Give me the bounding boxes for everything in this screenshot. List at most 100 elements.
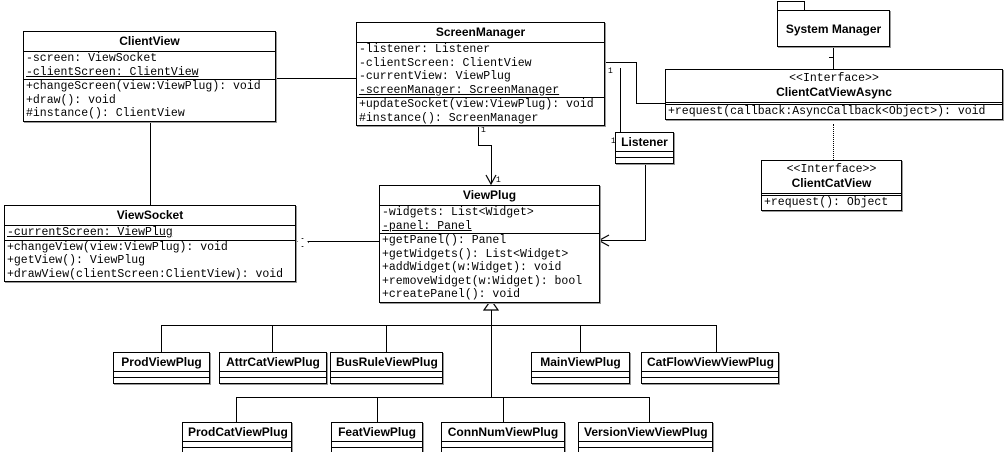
- methods-compartment: [183, 447, 291, 452]
- method-row: +request(): Object: [764, 196, 889, 209]
- class-box-catflowviewviewplug[interactable]: CatFlowViewViewPlug: [641, 352, 779, 384]
- method-row: +getWidgets(): List<Widget>: [382, 247, 569, 261]
- method-row: +addWidget(w:Widget): void: [382, 261, 562, 274]
- aggregation-diamond-viewsocket: [296, 238, 309, 247]
- inheritance-drop-busruleviewplug: [386, 325, 387, 352]
- inheritance-bus-1: [161, 325, 716, 326]
- class-title-mainviewplug: MainViewPlug: [540, 355, 621, 369]
- class-box-viewsocket[interactable]: ViewSocket -currentScreen: ViewPlug +cha…: [4, 205, 296, 282]
- methods-compartment-listener: [616, 157, 673, 163]
- multiplicity-listener-left: 1: [611, 137, 616, 146]
- attribute-row: -screenManager: ScreenManager: [359, 83, 560, 97]
- attributes-compartment-clientview: -screen: ViewSocket -clientScreen: Clien…: [24, 51, 275, 79]
- class-title-versionviewviewplug: VersionViewViewPlug: [584, 425, 708, 439]
- class-box-clientcatview[interactable]: <<Interface>> ClientCatView +request(): …: [761, 160, 902, 211]
- methods-compartment: [332, 447, 422, 452]
- attribute-row: -screen: ViewSocket: [26, 52, 158, 65]
- attributes-compartment: [642, 371, 778, 377]
- method-row: +getPanel(): Panel: [382, 234, 507, 247]
- link-screenmanager-async-seg2: [636, 62, 637, 104]
- package-system-manager[interactable]: System Manager: [777, 1, 890, 47]
- package-label: System Manager: [785, 21, 882, 36]
- class-title-screenmanager: ScreenManager: [435, 25, 526, 39]
- class-box-viewplug[interactable]: ViewPlug -widgets: List<Widget> -panel: …: [379, 185, 600, 303]
- link-clientview-viewsocket: [150, 120, 151, 205]
- attributes-compartment: [532, 371, 629, 377]
- class-box-clientview[interactable]: ClientView -screen: ViewSocket -clientSc…: [23, 31, 276, 122]
- method-row: +removeWidget(w:Widget): bool: [382, 274, 583, 288]
- class-title-catflowviewviewplug: CatFlowViewViewPlug: [647, 355, 774, 369]
- attributes-compartment: [183, 441, 291, 447]
- inheritance-drop-connnumviewplug: [503, 397, 504, 422]
- class-title-clientview: ClientView: [119, 34, 180, 48]
- attributes-compartment: [220, 371, 326, 377]
- inheritance-drop-prodviewplug: [161, 325, 162, 352]
- class-title-prodcatviewplug: ProdCatViewPlug: [188, 425, 288, 439]
- link-screenmanager-async-seg3: [636, 103, 666, 104]
- method-row: #instance(): ScreenManager: [359, 111, 539, 125]
- methods-compartment-viewplug: +getPanel(): Panel +getWidgets(): List<W…: [380, 233, 599, 302]
- class-box-versionviewviewplug[interactable]: VersionViewViewPlug: [578, 422, 713, 452]
- methods-compartment: [642, 377, 778, 383]
- class-title-connnumviewplug: ConnNumViewPlug: [447, 425, 559, 439]
- attribute-row: -clientScreen: ClientView: [26, 65, 199, 79]
- attributes-compartment: [332, 441, 422, 447]
- methods-compartment-screenmanager: +updateSocket(view:ViewPlug): void #inst…: [357, 97, 604, 125]
- link-screenmanager-listener-v: [620, 68, 621, 143]
- class-box-mainviewplug[interactable]: MainViewPlug: [531, 352, 630, 384]
- inheritance-drop-versionviewviewplug: [649, 397, 650, 422]
- methods-compartment-clientview: +changeScreen(view:ViewPlug): void +draw…: [24, 79, 275, 121]
- attribute-row: -panel: Panel: [382, 219, 472, 233]
- attributes-compartment-viewplug: -widgets: List<Widget> -panel: Panel: [380, 205, 599, 233]
- link-viewsocket-viewplug: [296, 241, 379, 242]
- method-row: +drawView(clientScreen:ClientView): void: [7, 267, 284, 281]
- inheritance-drop-catflowviewviewplug: [716, 325, 717, 352]
- inheritance-bus-2: [236, 397, 650, 398]
- attributes-compartment-viewsocket: -currentScreen: ViewPlug: [5, 225, 295, 240]
- attributes-compartment-screenmanager: -listener: Listener -clientScreen: Clien…: [357, 42, 604, 97]
- methods-compartment: [220, 377, 326, 383]
- link-package-async-tick: [829, 57, 834, 58]
- inheritance-drop-featviewplug: [377, 397, 378, 422]
- multiplicity-screenmanager-bottom: 1: [481, 126, 486, 135]
- inheritance-trunk-1: [491, 300, 492, 325]
- method-row: +changeView(view:ViewPlug): void: [7, 240, 228, 254]
- class-box-attrcatviewplug[interactable]: AttrCatViewPlug: [219, 352, 327, 384]
- method-row: +getView(): ViewPlug: [7, 254, 146, 267]
- link-screenmanager-viewplug-h: [478, 145, 492, 146]
- method-row: #instance(): ClientView: [26, 107, 185, 120]
- method-row: +createPanel(): void: [382, 288, 521, 301]
- inheritance-trunk-2: [491, 325, 492, 397]
- attributes-compartment-listener: [616, 151, 673, 157]
- class-title-viewplug: ViewPlug: [462, 188, 517, 202]
- class-box-clientcatviewasync[interactable]: <<Interface>> ClientCatViewAsync +reques…: [665, 69, 1003, 120]
- link-screenmanager-viewplug-v1: [478, 126, 479, 146]
- link-screenmanager-viewplug-v2: [491, 145, 492, 183]
- methods-compartment: [442, 447, 564, 452]
- class-title-prodviewplug: ProdViewPlug: [121, 355, 202, 369]
- attributes-compartment: [331, 371, 442, 377]
- class-box-listener[interactable]: Listener: [615, 132, 674, 164]
- class-box-prodviewplug[interactable]: ProdViewPlug: [113, 352, 210, 384]
- stereotype-clientcatview: <<Interface>>: [786, 163, 877, 176]
- attributes-compartment: [114, 371, 209, 377]
- link-package-async: [833, 47, 834, 70]
- method-row: +updateSocket(view:ViewPlug): void: [359, 98, 594, 111]
- class-box-connnumviewplug[interactable]: ConnNumViewPlug: [441, 422, 565, 452]
- class-box-screenmanager[interactable]: ScreenManager -listener: Listener -clien…: [356, 22, 605, 126]
- methods-compartment: [331, 377, 442, 383]
- class-box-prodcatviewplug[interactable]: ProdCatViewPlug: [182, 422, 292, 452]
- methods-compartment: [114, 377, 209, 383]
- multiplicity-screenmanager-right: 1: [608, 67, 613, 76]
- class-title-viewsocket: ViewSocket: [116, 208, 184, 222]
- class-title-busruleviewplug: BusRuleViewPlug: [336, 355, 438, 369]
- link-clientview-screenmanager: [276, 78, 356, 79]
- class-box-busruleviewplug[interactable]: BusRuleViewPlug: [330, 352, 443, 384]
- inheritance-drop-prodcatviewplug: [236, 397, 237, 422]
- link-listener-viewplug-h: [600, 240, 646, 241]
- methods-compartment-viewsocket: +changeView(view:ViewPlug): void +getVie…: [5, 239, 295, 282]
- inheritance-drop-attrcatviewplug: [272, 325, 273, 352]
- class-title-featviewplug: FeatViewPlug: [338, 425, 416, 439]
- class-box-featviewplug[interactable]: FeatViewPlug: [331, 422, 423, 452]
